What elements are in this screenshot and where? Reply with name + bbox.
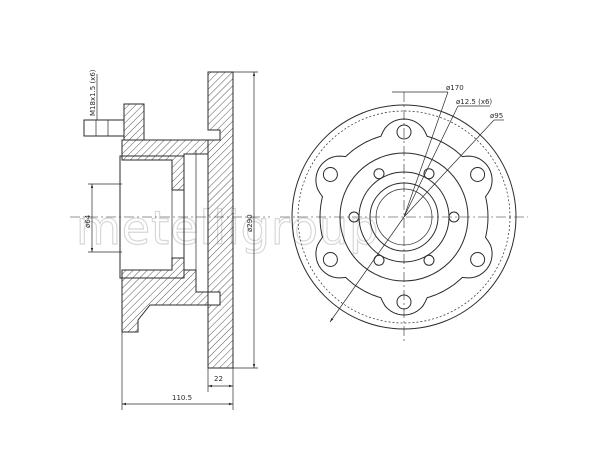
disc-diameter-dimension-label: ø290 (246, 214, 254, 232)
holes-label: ø12.5 (x6) (456, 98, 492, 106)
inner-hole (373, 254, 385, 266)
stud-holes-group (322, 124, 486, 310)
width-dimension-label: 22 (214, 375, 223, 383)
pcd-inner-label: ø95 (490, 112, 503, 120)
stud-hole (396, 294, 412, 310)
disc-ring-section (207, 71, 234, 369)
leader-pcd-95 (403, 119, 495, 218)
leader-pcd-170 (403, 91, 449, 218)
front-view: ø170 ø12.5 (x6) ø95 (280, 84, 528, 342)
stud-hole (396, 124, 412, 140)
inner-holes-group (348, 168, 460, 266)
inner-hole (423, 168, 435, 180)
stud-dimension-label: M18x1.5 (x6) (89, 69, 97, 116)
hub-top-section (121, 139, 209, 191)
hub-bottom-section (121, 257, 209, 333)
inner-hole (348, 211, 360, 223)
stud-hole (322, 252, 338, 267)
inner-hole (423, 254, 435, 266)
pcd-outer-label: ø170 (446, 84, 464, 92)
wheel-stud (83, 119, 125, 137)
stud-hole (322, 167, 338, 182)
stud-hole (470, 252, 486, 267)
stud-hole (470, 167, 486, 182)
inner-hole (373, 168, 385, 180)
section-view: M18x1.5 (x6) ø64 ø290 22 110.5 (70, 69, 270, 410)
leader-holes (403, 105, 459, 218)
hub-bore-dimension-label: ø64 (84, 214, 92, 228)
inner-hole (448, 211, 460, 223)
stud-boss-section (123, 103, 145, 141)
height-dimension-label: 110.5 (172, 394, 192, 402)
